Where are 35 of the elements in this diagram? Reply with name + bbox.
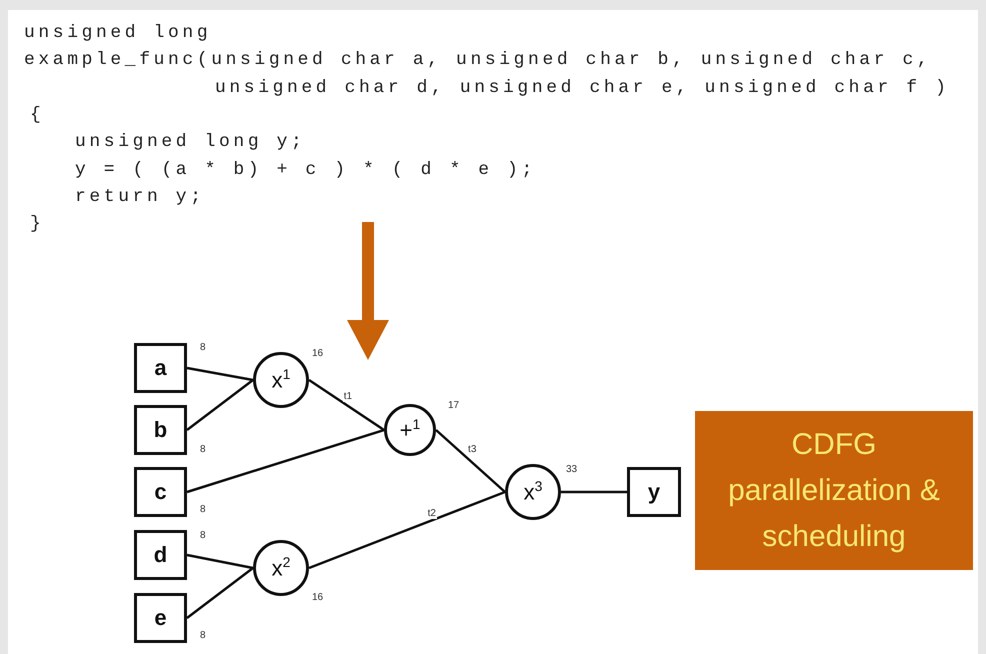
bit-width-label: 17 [448,400,460,411]
variable-box: y [627,467,681,517]
code-line: unsigned char d, unsigned char e, unsigned char f ) [215,78,950,98]
connector-line [308,378,385,432]
connector-line [186,554,254,570]
code-line: return y; [75,187,205,207]
bit-width-label: 8 [200,630,206,641]
edge-label: t3 [467,444,478,455]
bit-width-label: 16 [312,592,324,603]
connector-line [186,428,384,494]
bit-width-label: 16 [312,348,324,359]
process-box: CDFG parallelization & scheduling [695,411,973,570]
bit-width-label: 8 [200,504,206,515]
code-line: } [30,214,44,234]
variable-box: d [134,530,187,580]
connector-line [186,379,254,431]
connector-line [186,567,254,619]
bit-width-label: 8 [200,342,206,353]
connector-line [561,490,627,494]
bit-width-label: 33 [566,464,578,475]
connector-line [308,490,506,570]
connector-line [435,429,506,493]
edge-label: t2 [426,508,437,520]
variable-box: e [134,593,187,643]
variable-box: a [134,343,187,393]
code-line: example_func(unsigned char a, unsigned char b, unsigned char c, [24,50,932,70]
bit-width-label: 8 [200,530,206,541]
code-line: y = ( (a * b) + c ) * ( d * e ); [75,160,536,180]
code-line: unsigned long [24,23,212,43]
code-line: { [30,105,44,125]
bit-width-label: 8 [200,444,206,455]
connector-line [186,366,254,382]
code-line: unsigned long y; [75,132,306,152]
variable-box: b [134,405,187,455]
variable-box: c [134,467,187,517]
